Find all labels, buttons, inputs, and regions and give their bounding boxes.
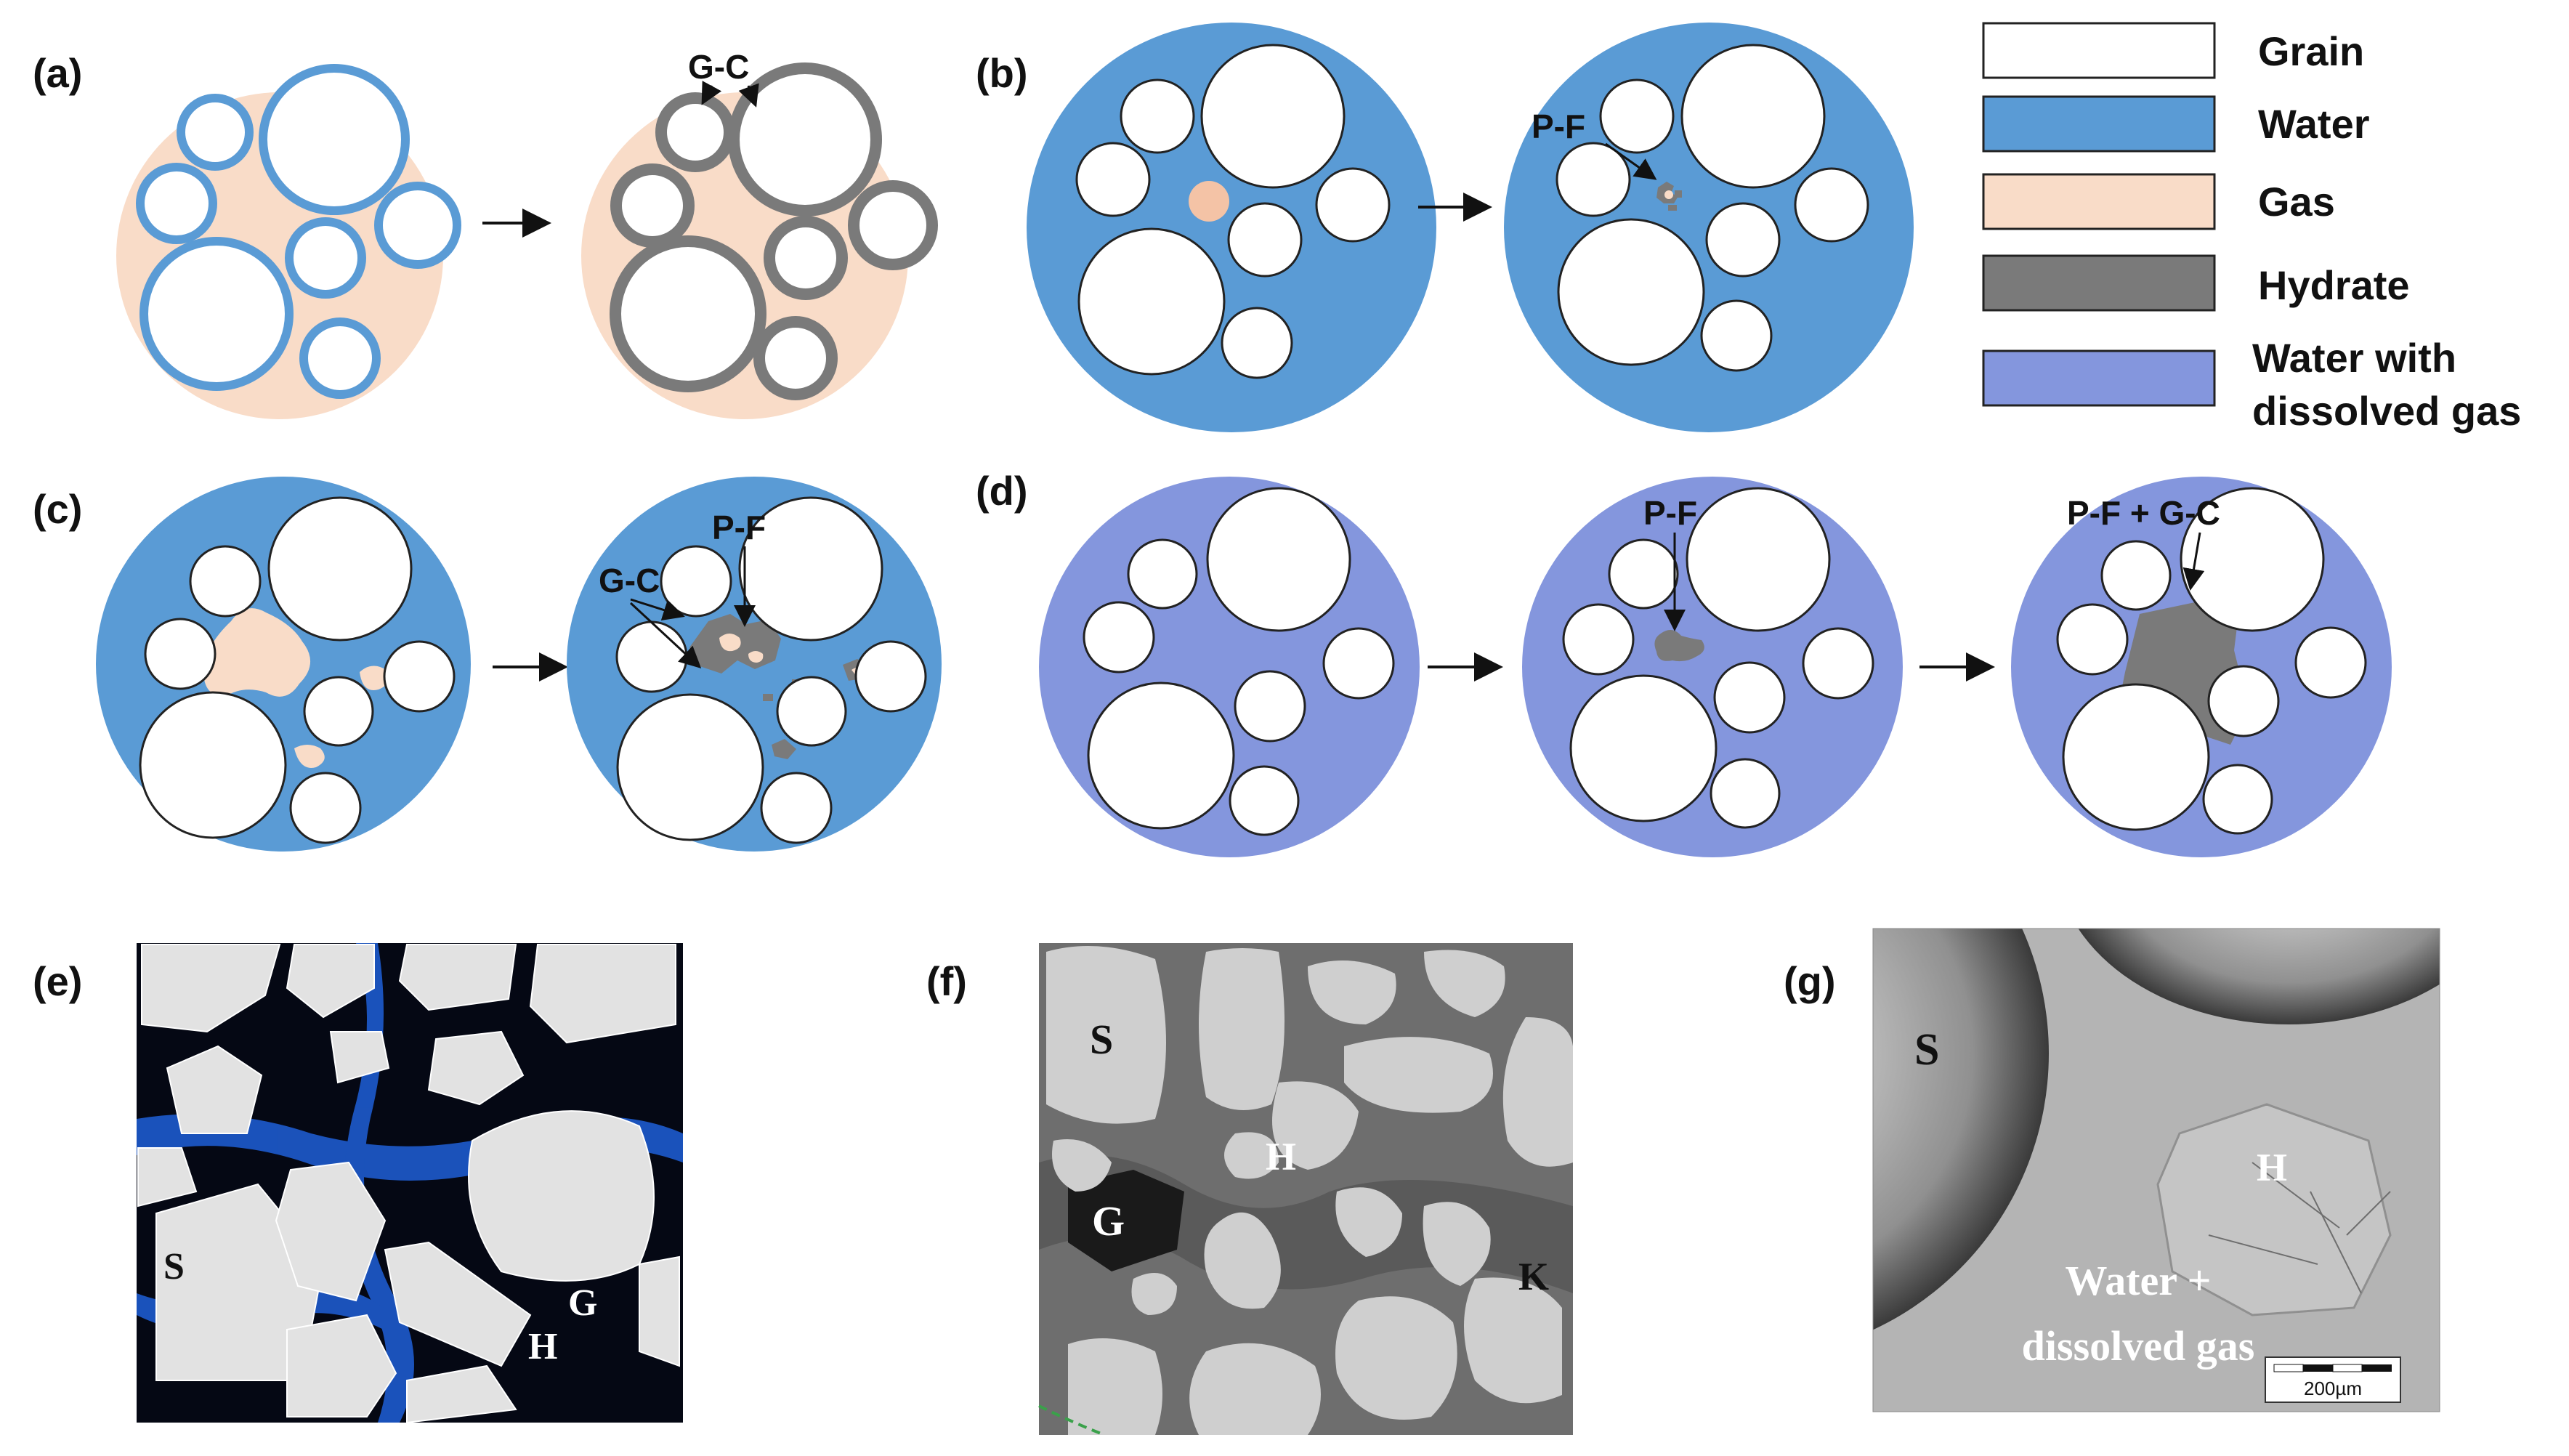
panel-label-f: (f) <box>926 958 967 1004</box>
legend-label-grain: Grain <box>2258 28 2364 74</box>
legend-label-dissolved-1: Water with <box>2252 335 2456 381</box>
legend-label-gas: Gas <box>2258 179 2335 225</box>
grain-g-left <box>1873 929 2049 1330</box>
pore-c-after <box>567 477 942 852</box>
arrow-pf-b <box>1605 142 1657 180</box>
annotation-pf-c: P-F <box>712 509 766 546</box>
pore-d-3 <box>2011 477 2392 857</box>
label-f-s: S <box>1090 1016 1113 1063</box>
micrograph-e: S G H <box>137 943 683 1424</box>
hydrate-nucleus-d2 <box>1654 630 1704 662</box>
annotation-gc-c: G-C <box>599 562 660 599</box>
panel-label-d: (d) <box>976 468 1028 514</box>
panel-label-a: (a) <box>33 50 82 96</box>
panel-d: (d) <box>976 468 2392 857</box>
gas-region-f <box>1068 1170 1184 1271</box>
pore-a-before <box>116 64 461 419</box>
label-g-line2: dissolved gas <box>2022 1322 2255 1370</box>
annotation-gc-a: G-C <box>688 48 749 86</box>
arrow-gc-c1 <box>630 598 685 621</box>
label-e-h: H <box>528 1326 557 1367</box>
panel-a: (a) <box>33 48 938 419</box>
panel-c: (c) <box>33 477 942 852</box>
arrow-pfgc-d <box>2182 532 2205 591</box>
arrow-gc-a2 <box>738 83 759 108</box>
micrograph-f: S H G K <box>1038 943 1573 1436</box>
pore-c-before <box>96 477 471 852</box>
label-e-s: S <box>163 1246 185 1287</box>
label-f-k: K <box>1518 1255 1549 1298</box>
annotation-pf-b: P-F <box>1532 108 1585 145</box>
legend-label-hydrate: Hydrate <box>2258 262 2410 308</box>
hydrate-crystal-g <box>2156 1103 2392 1317</box>
panel-f: (f) <box>926 943 1573 1436</box>
label-f-h: H <box>1266 1135 1296 1178</box>
micrograph-g: S H Water + dissolved gas 200µm <box>1872 928 2440 1412</box>
gas-bubble-b <box>1189 181 1229 222</box>
pore-d-2 <box>1522 477 1903 857</box>
panel-label-g: (g) <box>1784 958 1836 1004</box>
panel-label-c: (c) <box>33 486 82 532</box>
legend-swatch-hydrate <box>1982 254 2216 312</box>
scale-bar-g: 200µm <box>2265 1356 2401 1403</box>
arrow-gc-a1 <box>701 81 722 105</box>
panel-b: (b) <box>976 23 1914 432</box>
panel-g: (g) S H Water + dissolved gas <box>1784 928 2440 1412</box>
scale-bar-label-g: 200µm <box>2304 1378 2362 1399</box>
panel-label-b: (b) <box>976 50 1028 96</box>
panel-label-e: (e) <box>33 958 82 1004</box>
label-g-s: S <box>1914 1025 1939 1075</box>
label-g-h: H <box>2257 1146 2287 1189</box>
label-f-g: G <box>1092 1197 1125 1245</box>
legend-label-water: Water <box>2258 101 2370 147</box>
legend: Grain Water Gas Hydrate Water with disso… <box>1982 22 2521 434</box>
label-g-line1: Water + <box>2065 1257 2211 1304</box>
label-e-g: G <box>568 1282 597 1324</box>
pore-d-1 <box>1039 477 1420 857</box>
grain-g-top <box>2078 929 2440 1024</box>
legend-label-dissolved-2: dissolved gas <box>2252 388 2521 434</box>
legend-swatch-gas <box>1982 173 2216 230</box>
pore-a-after <box>581 62 938 419</box>
arrow-gc-c2 <box>629 602 702 669</box>
pore-b-before <box>1027 23 1436 432</box>
legend-swatch-grain <box>1982 22 2216 79</box>
pore-b-after <box>1504 23 1914 432</box>
legend-swatch-water <box>1982 95 2216 153</box>
annotation-pfgc-d: P-F + G-C <box>2067 494 2220 532</box>
legend-swatch-dissolved <box>1982 349 2216 407</box>
panel-e: (e) <box>33 943 683 1424</box>
annotation-pf-d: P-F <box>1643 494 1697 532</box>
